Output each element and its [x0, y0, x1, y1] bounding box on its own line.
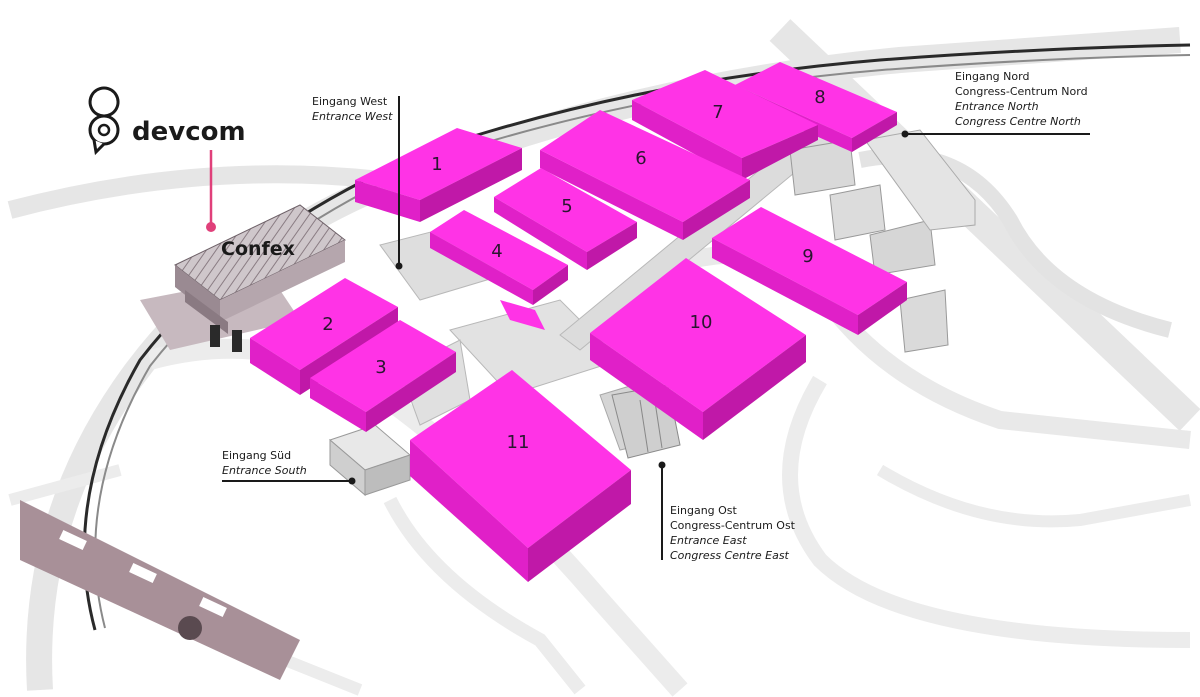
- confex-building: [140, 204, 346, 352]
- confex-label: Confex: [221, 238, 295, 260]
- entrance-south-en: Entrance South: [222, 464, 307, 477]
- hall-5[interactable]: [494, 168, 637, 270]
- hall-6[interactable]: [540, 110, 750, 240]
- entrance-north-en: Entrance North: [955, 100, 1039, 113]
- hall-5-label: 5: [561, 196, 572, 217]
- hall-4-label: 4: [491, 241, 502, 262]
- entrance-north-de: Eingang Nord: [955, 70, 1029, 83]
- hall-7[interactable]: [632, 70, 818, 180]
- hall-4[interactable]: [430, 210, 568, 330]
- entrance-west-de: Eingang West: [312, 95, 388, 108]
- hall-7-label: 7: [712, 102, 723, 123]
- hall-9[interactable]: [712, 207, 907, 335]
- devcom-pointer-dot: [206, 222, 216, 232]
- entrance-east-de2: Congress-Centrum Ost: [670, 519, 796, 532]
- entrance-north-en2: Congress Centre North: [955, 115, 1081, 128]
- hall-labels: 1 2 3 4 5 6 7 8 9 10 11: [322, 87, 825, 453]
- hall-10[interactable]: [590, 258, 806, 440]
- entrance-east-en2: Congress Centre East: [670, 549, 790, 562]
- hall-6-label: 6: [635, 148, 646, 169]
- north-buildings: [789, 129, 976, 353]
- hall-2-label: 2: [322, 314, 333, 335]
- entrance-east-de: Eingang Ost: [670, 504, 738, 517]
- south-entrance-building: [329, 424, 411, 497]
- track-platform: [20, 500, 300, 680]
- entrance-north-callout: Eingang Nord Congress-Centrum Nord Entra…: [901, 70, 1090, 138]
- entrance-east-en: Entrance East: [670, 534, 747, 547]
- entrance-west-callout: Eingang West Entrance West: [312, 95, 403, 270]
- hall-1[interactable]: [355, 128, 522, 222]
- brand-name: devcom: [132, 117, 246, 147]
- entrance-south-de: Eingang Süd: [222, 449, 291, 462]
- hall-3[interactable]: [310, 320, 456, 432]
- location-pin-icon: [88, 86, 120, 156]
- hall-9-label: 9: [802, 246, 813, 267]
- hall-10-label: 10: [690, 312, 713, 333]
- devcom-logo[interactable]: devcom: [88, 86, 246, 156]
- hall-11[interactable]: [410, 370, 631, 582]
- hall-11-label: 11: [507, 432, 530, 453]
- entrance-west-en: Entrance West: [312, 110, 393, 123]
- entrance-north-de2: Congress-Centrum Nord: [955, 85, 1088, 98]
- hall-3-label: 3: [375, 357, 386, 378]
- hall-8-label: 8: [814, 87, 825, 108]
- entrance-east-callout: Eingang Ost Congress-Centrum Ost Entranc…: [658, 461, 796, 562]
- hall-1-label: 1: [431, 154, 442, 175]
- entrance-south-callout: Eingang Süd Entrance South: [222, 449, 356, 485]
